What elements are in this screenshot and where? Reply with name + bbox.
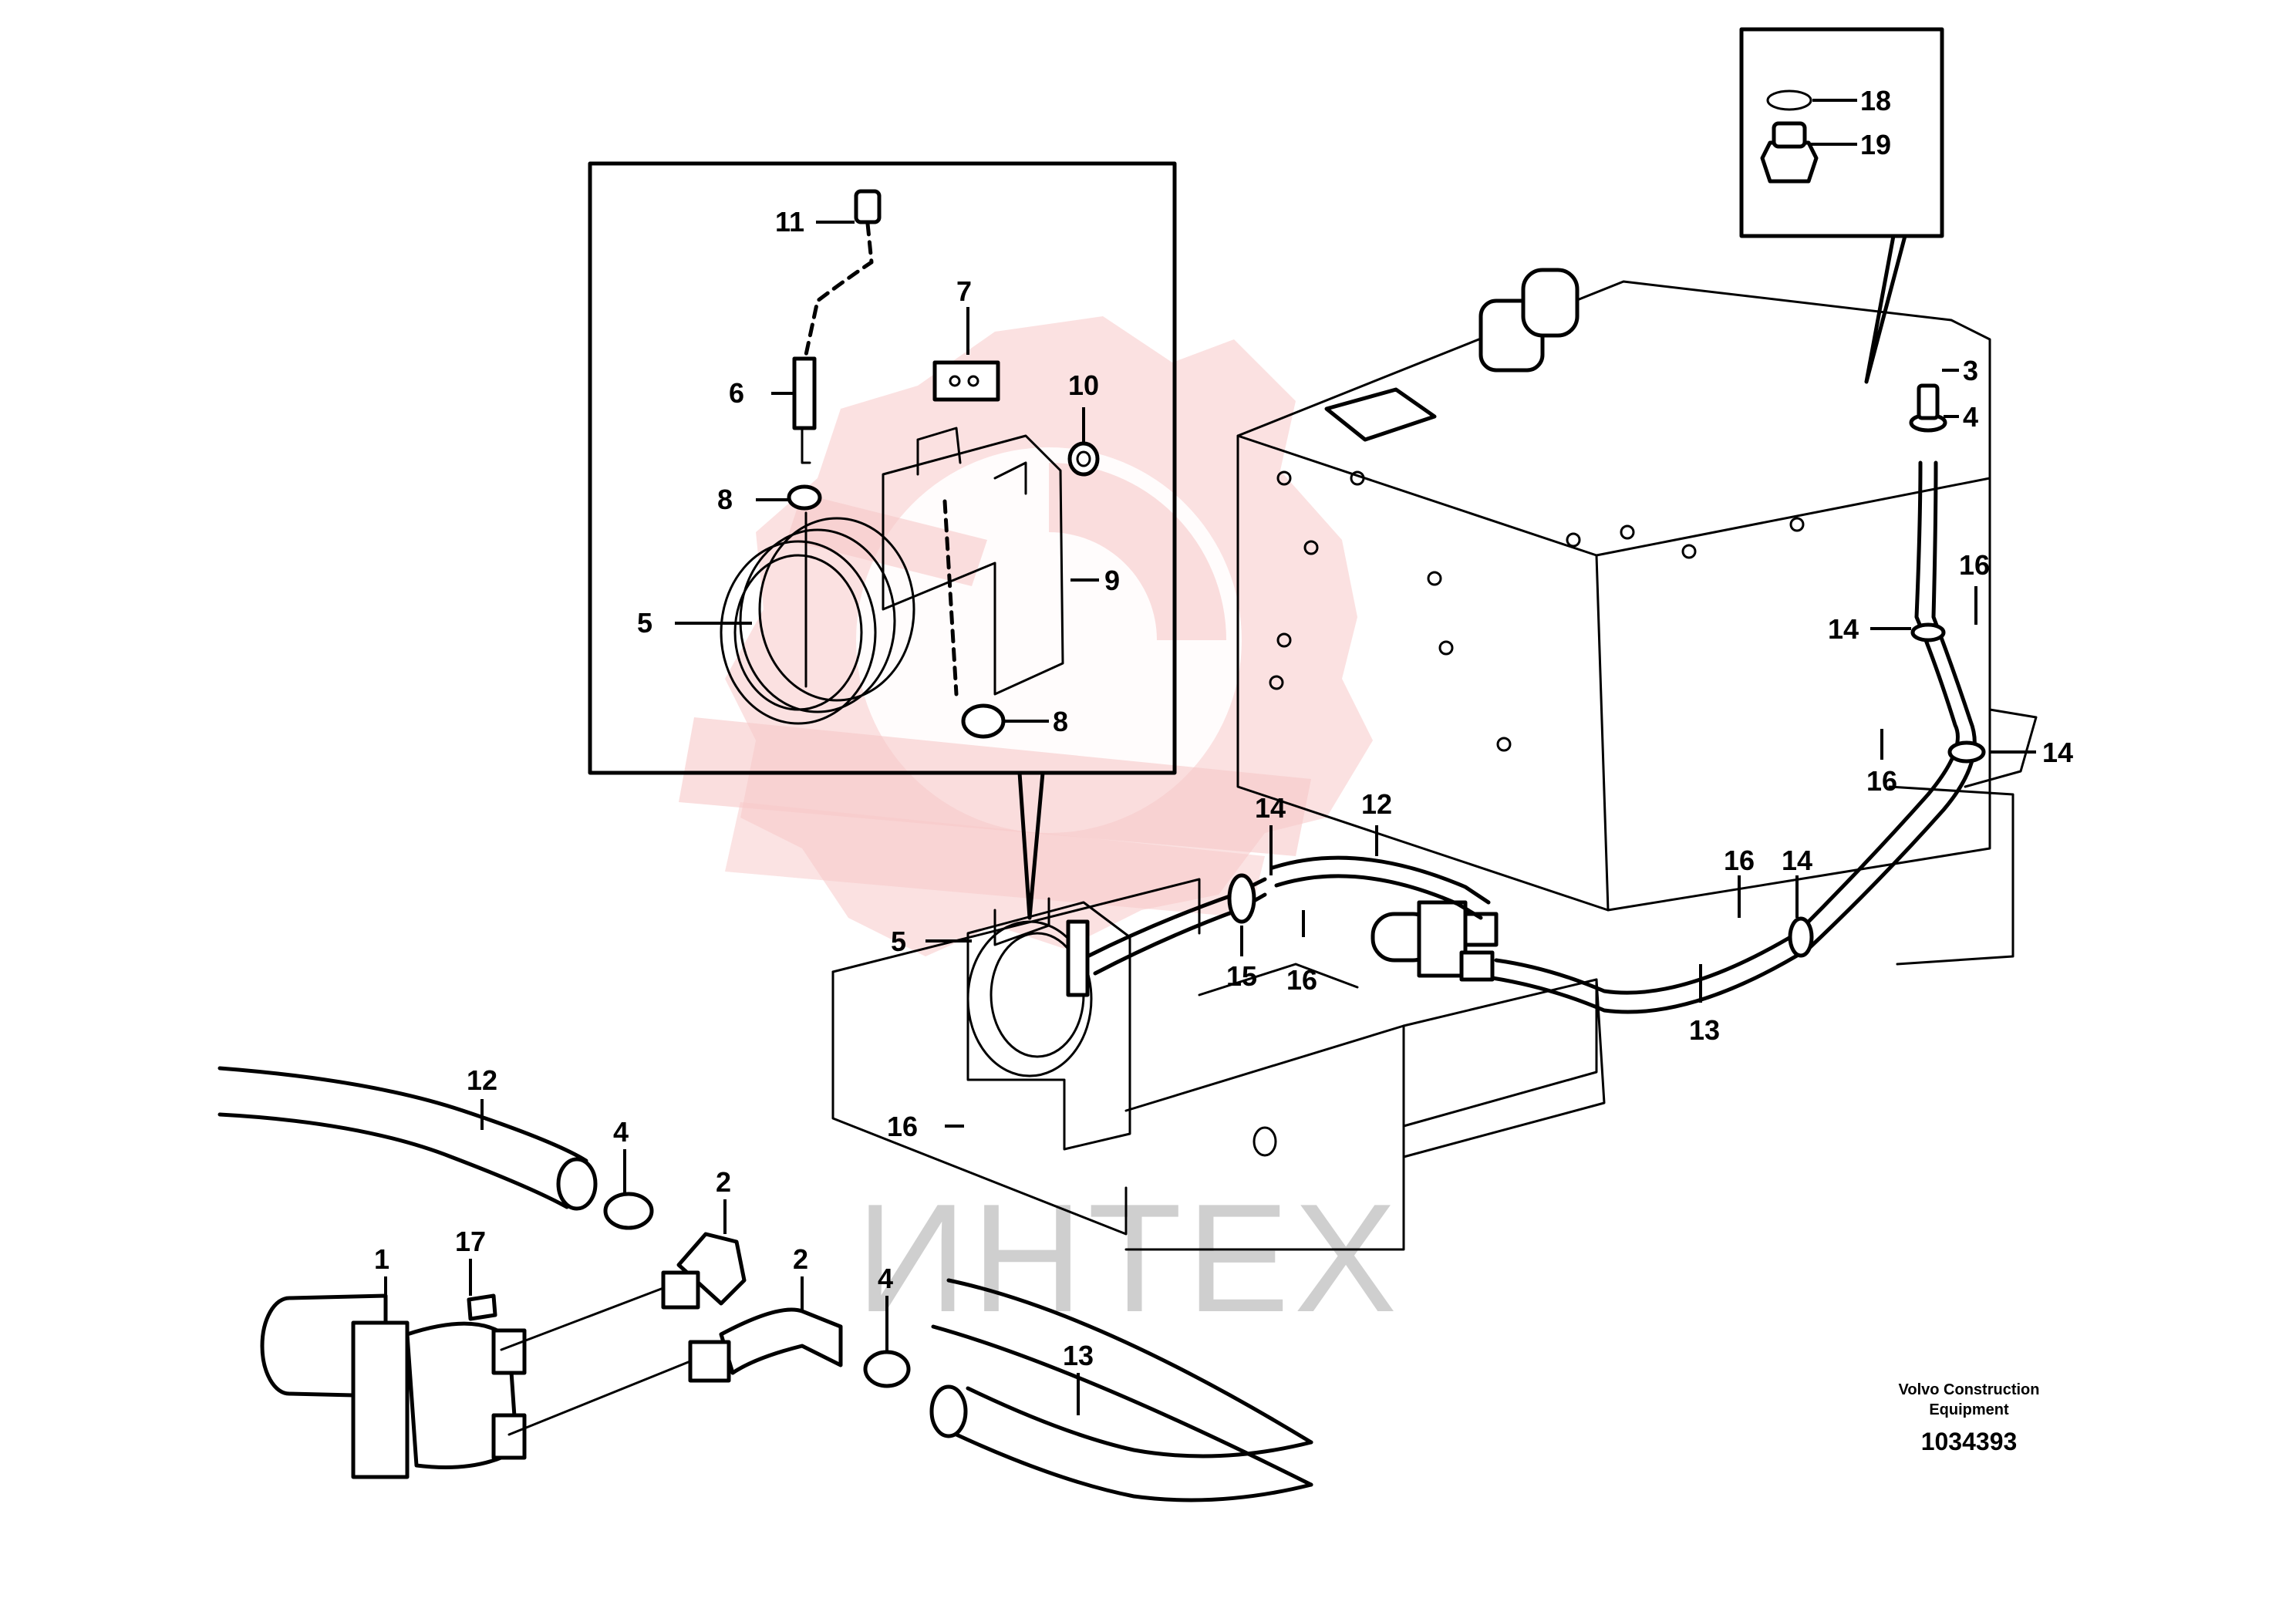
callout-14-b: 14 — [2042, 737, 2073, 768]
callout-14-d: 14 — [1255, 792, 1286, 824]
pump-assembly-center — [1371, 900, 1499, 982]
callout-9: 9 — [1104, 565, 1120, 596]
callout-8-lower: 8 — [1053, 706, 1068, 737]
callout-18: 18 — [1860, 85, 1891, 116]
watermark-logo — [679, 316, 1373, 956]
hose-reel — [966, 897, 1131, 1151]
topright-inset — [1739, 27, 1944, 384]
document-number: 1034393 — [1921, 1428, 2018, 1455]
main-center-callouts: 14 12 5 15 16 16 — [887, 788, 1392, 1142]
callout-8-upper: 8 — [717, 484, 733, 515]
callout-13-lower: 13 — [1063, 1340, 1094, 1371]
callout-17: 17 — [455, 1226, 486, 1257]
callout-13-main: 13 — [1689, 1014, 1720, 1046]
callout-19: 19 — [1860, 129, 1891, 160]
watermark-text: ИНТЕХ — [856, 1172, 1401, 1344]
callout-12-main: 12 — [1361, 788, 1392, 820]
hydraulic-tank — [1236, 268, 1991, 912]
lower-left-callouts: 12 4 2 1 17 2 4 13 — [374, 1064, 1094, 1371]
callout-4-lower-a: 4 — [613, 1116, 629, 1148]
callout-5-main: 5 — [891, 926, 906, 957]
callout-16-d: 16 — [1286, 964, 1317, 996]
main-right-callouts: 3 4 16 14 16 14 14 16 13 — [1689, 355, 2073, 1046]
hoses-main — [1085, 383, 2038, 1014]
chassis-frame — [831, 785, 2014, 1251]
caption-line1: Volvo Construction — [1899, 1381, 2040, 1398]
callout-leaders — [384, 99, 2036, 1415]
callout-16-b: 16 — [1866, 765, 1897, 797]
callout-10: 10 — [1068, 369, 1099, 401]
caption-line2: Equipment — [1929, 1401, 2009, 1418]
callout-15: 15 — [1226, 960, 1257, 992]
callout-4-tank: 4 — [1963, 401, 1978, 433]
callout-3: 3 — [1963, 355, 1978, 386]
callout-1: 1 — [374, 1243, 389, 1275]
callout-2-upper: 2 — [716, 1166, 731, 1198]
callout-12-lower: 12 — [467, 1064, 497, 1096]
callout-4-lower-b: 4 — [878, 1263, 893, 1294]
lower-left-parts — [217, 1066, 1313, 1502]
callout-16-e: 16 — [887, 1111, 918, 1142]
callout-6: 6 — [729, 377, 744, 409]
callout-14-c: 14 — [1782, 845, 1812, 876]
detail-callouts: 11 7 6 10 8 9 5 8 — [637, 206, 1120, 737]
callout-5-detail: 5 — [637, 607, 652, 639]
callout-11: 11 — [775, 206, 804, 238]
callout-16-c: 16 — [1724, 845, 1755, 876]
callout-14-a: 14 — [1828, 613, 1859, 645]
topright-callouts: 18 19 — [1860, 85, 1891, 160]
callout-7: 7 — [956, 275, 972, 307]
caption-block: Volvo Construction Equipment 1034393 — [1899, 1381, 2040, 1455]
callout-16-a: 16 — [1959, 549, 1990, 581]
callout-2-lower: 2 — [793, 1243, 808, 1275]
detail-inset — [588, 161, 1177, 920]
